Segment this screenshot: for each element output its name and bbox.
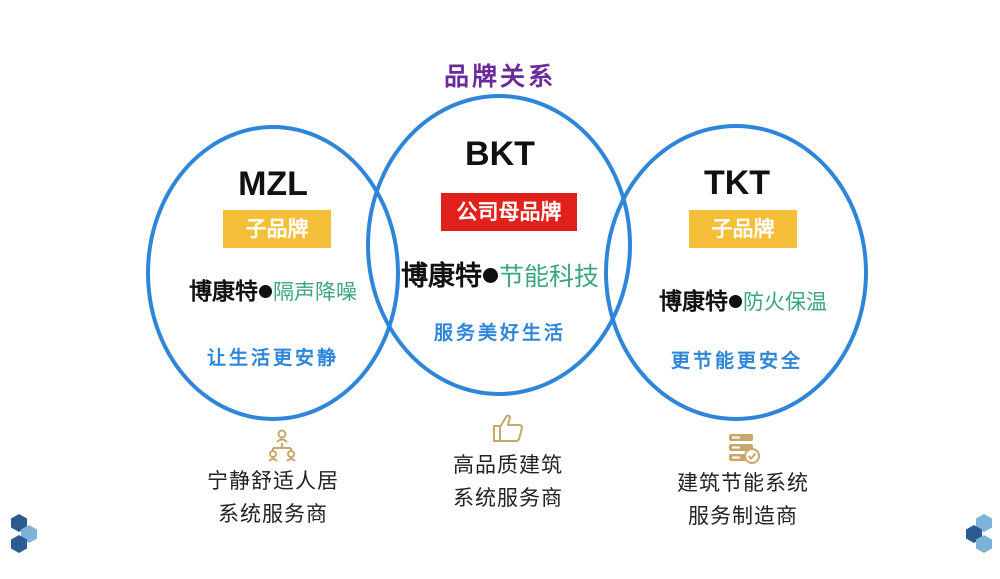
server-check-icon (729, 434, 760, 464)
logo-sub-text: 防火保温 (743, 290, 827, 314)
logo-sub-text: 隔声降噪 (273, 280, 357, 304)
hexagon-decoration-right (966, 514, 992, 553)
caption-line: 系统服务商 (218, 502, 328, 526)
logo-dot (259, 285, 272, 298)
logo-dot (729, 295, 742, 308)
logo-main-text: 博康特 (189, 278, 258, 305)
caption-line: 系统服务商 (453, 486, 563, 510)
thumbs-up-icon (493, 414, 523, 442)
caption-center: 高品质建筑 系统服务商 (408, 449, 608, 515)
logo-sub-text: 节能科技 (498, 262, 599, 291)
page-title: 品牌关系 (443, 62, 556, 91)
caption-line: 高品质建筑 (453, 453, 563, 477)
badge-parent-brand: 公司母品牌 (441, 193, 577, 231)
badge-sub-brand: 子品牌 (223, 210, 331, 248)
people-network-icon (268, 429, 296, 462)
slogan-center: 服务美好生活 (433, 322, 566, 344)
caption-right: 建筑节能系统 服务制造商 (643, 467, 843, 533)
caption-line: 建筑节能系统 (677, 471, 809, 495)
logo-center: 博康特节能科技 (380, 254, 620, 293)
brand-name-mzl: MZL (238, 165, 308, 203)
hexagon-decoration-left (11, 514, 37, 553)
logo-dot (482, 268, 498, 283)
brand-name-bkt: BKT (465, 135, 535, 173)
slogan-left: 让生活更安静 (206, 347, 339, 369)
logo-main-text: 博康特 (400, 261, 482, 292)
brand-name-tkt: TKT (703, 164, 771, 202)
logo-right: 博康特防火保温 (630, 282, 856, 316)
logo-left: 博康特隔声降噪 (160, 272, 386, 306)
brand-circle-center (366, 94, 632, 396)
logo-main-text: 博康特 (659, 288, 728, 315)
badge-sub-brand: 子品牌 (689, 210, 797, 248)
caption-left: 宁静舒适人居 系统服务商 (173, 465, 373, 531)
caption-line: 宁静舒适人居 (207, 469, 339, 493)
caption-line: 服务制造商 (688, 504, 798, 528)
slogan-right: 更节能更安全 (670, 350, 803, 372)
